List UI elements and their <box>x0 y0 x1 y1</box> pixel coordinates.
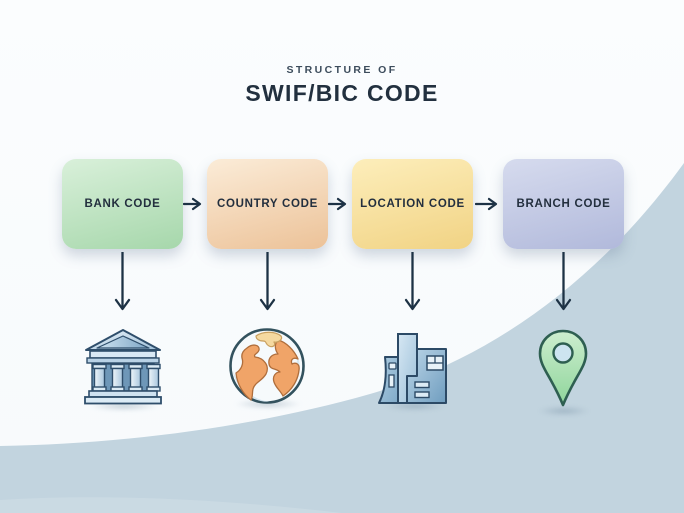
arrow-right-icon <box>328 197 347 211</box>
flow-box-location-code: LOCATION CODE <box>352 159 473 249</box>
city-buildings-icon <box>378 333 447 404</box>
box-label: BANK CODE <box>84 198 161 210</box>
box-label: BRANCH CODE <box>516 198 611 210</box>
arrow-right-icon <box>183 197 202 211</box>
title-eyebrow: STRUCTURE OF <box>286 64 398 76</box>
map-pin-icon <box>538 329 588 407</box>
flow-box-branch-code: BRANCH CODE <box>503 159 624 249</box>
bank-shadow <box>88 401 160 411</box>
wave-shape <box>0 163 684 513</box>
globe-icon <box>229 328 305 404</box>
arrow-down-icon <box>114 252 131 311</box>
arrow-down-icon <box>404 252 421 311</box>
arrow-down-icon <box>259 252 276 311</box>
arrow-right-icon <box>475 197 498 211</box>
arrow-down-icon <box>555 252 572 311</box>
bank-icon <box>84 329 162 405</box>
page-title: SWIF/BIC CODE <box>245 80 439 106</box>
title-block: STRUCTURE OF SWIF/BIC CODE <box>0 64 684 107</box>
flow-box-country-code: COUNTRY CODE <box>207 159 328 249</box>
globe-shadow <box>234 399 302 409</box>
city-shadow <box>384 401 446 411</box>
box-label: LOCATION CODE <box>360 198 465 210</box>
flow-box-bank-code: BANK CODE <box>62 159 183 249</box>
pin-shadow <box>538 406 590 416</box>
wave-highlight <box>0 497 342 513</box>
box-label: COUNTRY CODE <box>216 198 319 210</box>
